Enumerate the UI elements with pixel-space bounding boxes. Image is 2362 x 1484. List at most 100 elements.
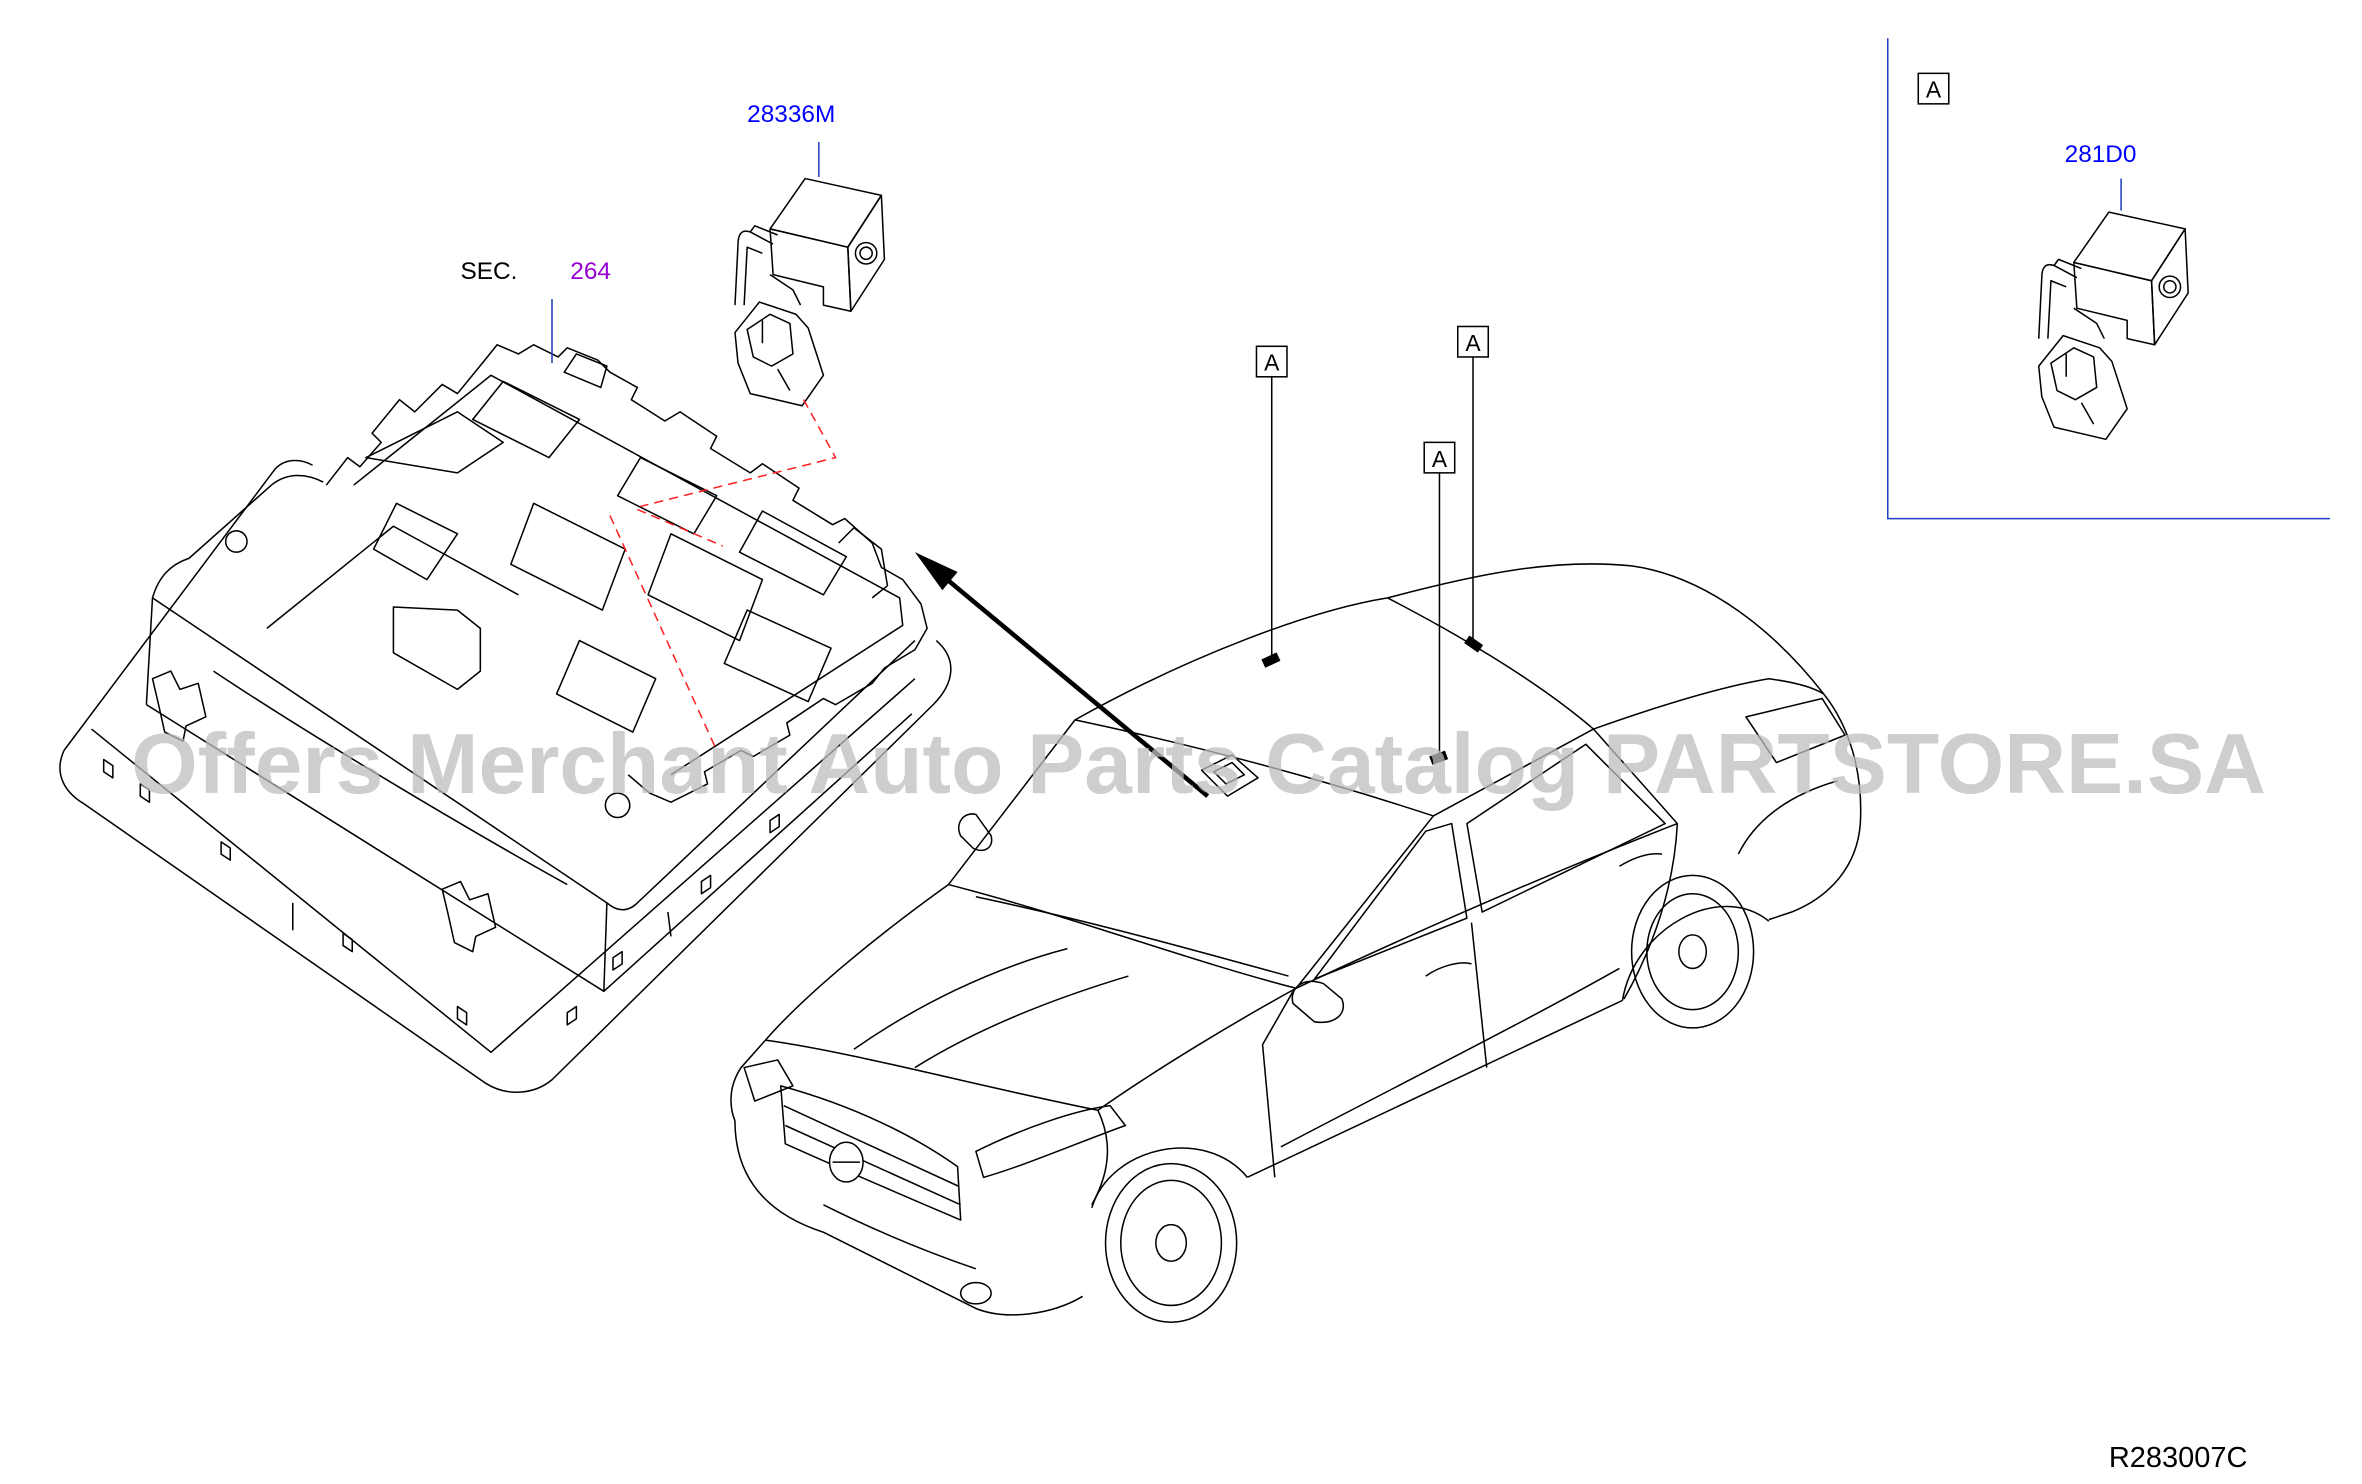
car-near-headlight	[975, 1104, 1127, 1179]
car-rear-end	[1768, 693, 1862, 921]
callout-box	[1255, 345, 1288, 378]
console-flange-back-edge	[63, 459, 313, 751]
console-compartment	[510, 502, 626, 611]
connector-clip-wire	[2047, 279, 2067, 339]
part-number-28336m: 28336M	[747, 101, 835, 128]
car-rear-hub	[1678, 934, 1708, 970]
callout-roof-rear: A	[1456, 325, 1490, 640]
car-console-location-detail	[1213, 761, 1246, 785]
arrow-head	[914, 552, 958, 591]
connector-box-front	[769, 228, 852, 312]
console-right-tab	[838, 526, 889, 599]
car-roof-rear-edge	[1387, 597, 1594, 730]
car-belt-line	[1295, 822, 1678, 989]
watermark: Offers Merchant Auto Parts Catalog PARTS…	[131, 717, 2266, 812]
dashed-line	[640, 399, 837, 508]
car-c-pillar	[1592, 728, 1678, 825]
car-character-line	[1280, 967, 1620, 1148]
callout-box	[1456, 325, 1490, 358]
console-compartment	[723, 609, 832, 703]
console-slot	[612, 950, 623, 971]
connector-28336m-illustration	[734, 177, 886, 407]
console-flange-outer	[59, 640, 952, 1093]
console-lens-curve	[213, 670, 568, 886]
assembly-dashed-lines	[609, 399, 837, 751]
car-hood-crease	[914, 975, 1129, 1069]
section-number: 264	[570, 258, 611, 285]
car-front-tire	[1104, 1162, 1238, 1323]
car-taillight	[1745, 697, 1846, 764]
console-compartment	[555, 639, 657, 733]
connector-clip-wire	[2073, 307, 2105, 340]
connector-hole	[2158, 275, 2182, 299]
connector-plug-inner	[746, 313, 794, 367]
console-compartment	[647, 533, 764, 642]
console-body-top-edge	[151, 474, 324, 599]
connector-box-side	[847, 194, 886, 312]
connector-plug	[734, 301, 825, 407]
console-slot	[769, 813, 780, 834]
console-clip-left	[151, 670, 207, 742]
car-rear-window-bottom	[1593, 677, 1825, 730]
car-rear-door-handle	[1619, 853, 1663, 867]
console-mount-hole	[604, 792, 631, 819]
inset-view-a: A 281D0	[1887, 38, 2330, 520]
connector-box-top	[2073, 211, 2186, 282]
callout-label: A	[1465, 330, 1481, 356]
console-slot	[700, 874, 712, 895]
console-body-front-edge	[603, 902, 608, 992]
connector-clip-wire	[749, 225, 778, 236]
console-compartment	[471, 380, 581, 459]
connector-clip-wire	[743, 246, 763, 306]
car-rear-tire	[1630, 874, 1755, 1029]
car-far-fender	[730, 1039, 767, 1122]
callout-roof-center: A	[1423, 441, 1456, 754]
roof-location-marks	[1261, 635, 1484, 765]
console-slot	[139, 783, 151, 803]
console-top-recess	[392, 606, 482, 691]
car-rear-wheel-arch	[1621, 905, 1770, 1001]
car-hood-near-edge	[1097, 987, 1297, 1111]
car-grille-bar	[784, 1124, 961, 1206]
section-prefix: SEC.	[461, 258, 518, 285]
console-clip-front	[441, 880, 497, 953]
console-flange-inner	[91, 678, 916, 1054]
console-mount-hole	[224, 530, 248, 553]
car-front-door-handle	[1425, 962, 1472, 977]
car-grille	[779, 1085, 962, 1221]
part-labels: 28336M SEC. 264 R283007C	[461, 101, 2248, 1474]
roof-mark	[1261, 652, 1281, 668]
connector-clip-wire	[769, 273, 802, 306]
connector-box-side	[2150, 228, 2189, 346]
console-slot	[220, 841, 232, 861]
dashed-line	[609, 515, 718, 751]
car-front-rim	[1120, 1179, 1223, 1307]
car-front-door-window	[1313, 822, 1468, 980]
location-arrow	[914, 552, 1210, 798]
console-slot-vertical	[667, 911, 672, 937]
callout-label: A	[1432, 446, 1448, 472]
car-fog-light	[959, 1281, 992, 1305]
callout-roof-front: A	[1255, 345, 1288, 656]
car-windshield	[947, 719, 1435, 990]
connector-hole-inner	[2163, 279, 2177, 294]
car-rear-crease	[1737, 780, 1838, 855]
console-compartment	[372, 502, 459, 581]
connector-plug-detail	[777, 368, 791, 391]
car-front-wheel-arch	[1091, 1147, 1248, 1209]
callout-box	[1423, 441, 1456, 474]
connector-hole	[854, 241, 878, 265]
car-roof-silhouette	[1074, 563, 1825, 721]
car-illustration	[730, 563, 1862, 1323]
connector-plug-inner	[2050, 347, 2098, 401]
console-slot	[342, 932, 354, 953]
car-hood-front-edge	[765, 1039, 1099, 1112]
car-wiper-line	[975, 896, 1289, 977]
connector-box-front	[2073, 261, 2156, 346]
console-frame-outline	[325, 344, 928, 803]
console-back-tab	[563, 353, 608, 389]
connector-plug	[2037, 334, 2128, 441]
console-compartment	[365, 411, 504, 474]
dashed-line	[637, 508, 724, 547]
